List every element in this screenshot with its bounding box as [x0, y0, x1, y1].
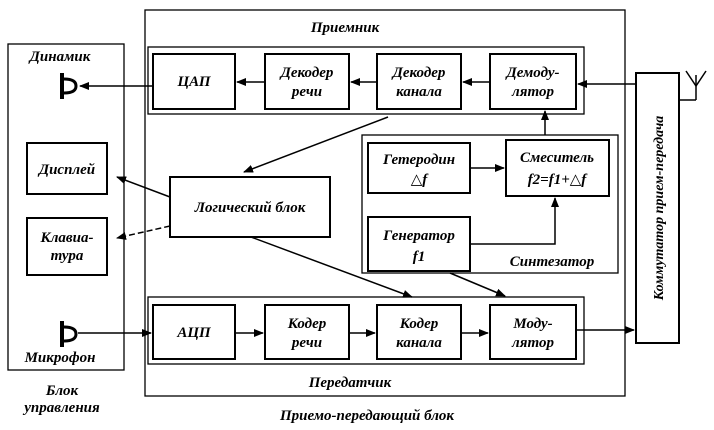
speech-coder-label-2: речи	[290, 335, 322, 351]
control-unit-label-1: Блок	[45, 383, 79, 399]
speaker-icon	[60, 73, 78, 99]
speech-decoder-label-2: речи	[290, 84, 322, 100]
generator-label-1: Генератор	[382, 228, 455, 244]
dac-label: ЦАП	[177, 74, 212, 90]
speech-coder-label-1: Кодер	[287, 316, 327, 332]
adc-label: АЦП	[176, 325, 212, 341]
logic-block-box	[169, 176, 331, 238]
switch-box	[635, 72, 680, 344]
speech-coder-box	[264, 304, 350, 360]
mixer-box	[505, 139, 610, 197]
channel-coder-box	[376, 304, 462, 360]
channel-coder-label-2: канала	[396, 335, 442, 351]
heterodyne-label-1: Гетеродин	[382, 152, 455, 168]
generator-box	[367, 216, 471, 272]
mixer-label-2: f2=f1+△f	[528, 172, 589, 188]
modulator-box	[489, 304, 577, 360]
arrow-logic-display	[116, 176, 171, 198]
antenna-icon	[679, 70, 707, 101]
modulator-label-2: лятор	[511, 335, 554, 351]
adc-box	[152, 304, 236, 360]
arrow-generator-mixer	[470, 197, 559, 245]
dac-box	[152, 53, 236, 110]
modulator-label-1: Моду-	[512, 316, 552, 332]
channel-coder-label-1: Кодер	[399, 316, 439, 332]
receiver-label: Приемник	[310, 20, 380, 36]
synthesizer-label: Синтезатор	[510, 254, 595, 270]
arrow-logic-transmitter	[250, 236, 413, 298]
display-box	[26, 142, 108, 195]
control-unit-frame	[7, 43, 125, 371]
arrow-logic-keyboard	[116, 225, 171, 240]
display-label: Дисплей	[37, 162, 95, 178]
arrow-generator-modulator	[449, 272, 506, 297]
transmitter-label: Передатчик	[308, 375, 392, 391]
heterodyne-label-2: △f	[411, 172, 430, 188]
channel-decoder-label-2: канала	[396, 84, 442, 100]
arrow-receiver-logic	[243, 116, 389, 173]
keyboard-label-2: тура	[51, 248, 84, 264]
keyboard-label-1: Клавиа-	[40, 230, 94, 246]
demodulator-box	[489, 53, 577, 110]
transceiver-label: Приемо-передающий блок	[279, 408, 454, 424]
microphone-label: Микрофон	[24, 350, 96, 366]
synthesizer-frame	[361, 134, 619, 274]
generator-label-2: f1	[413, 249, 426, 265]
keyboard-box	[26, 217, 108, 276]
logic-block-label: Логический блок	[194, 200, 306, 216]
speaker-label: Динамик	[28, 49, 91, 65]
switch-label: Коммутатор прием-передача	[652, 116, 667, 302]
demodulator-label-1: Демоду-	[504, 65, 559, 81]
mixer-label-1: Смеситель	[520, 150, 594, 166]
speech-decoder-box	[264, 53, 350, 110]
transceiver-frame	[144, 9, 626, 397]
speech-decoder-label-1: Декодер	[279, 65, 334, 81]
demodulator-label-2: лятор	[511, 84, 554, 100]
control-unit-label-2: управления	[22, 400, 100, 416]
microphone-icon	[60, 321, 78, 347]
channel-decoder-box	[376, 53, 462, 110]
channel-decoder-label-1: Декодер	[391, 65, 446, 81]
